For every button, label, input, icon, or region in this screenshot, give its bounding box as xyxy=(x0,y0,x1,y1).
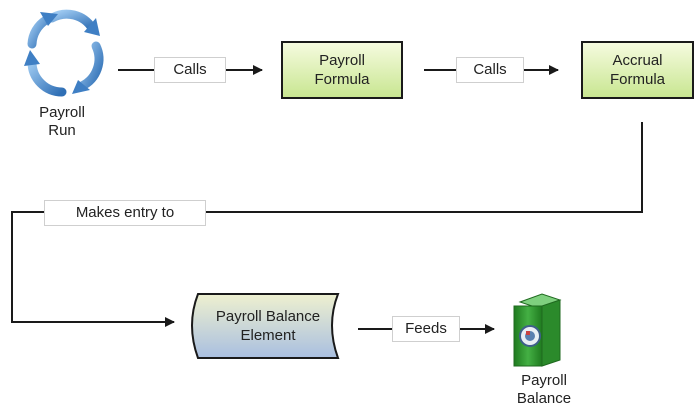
payroll-balance-element-shape xyxy=(191,293,340,359)
payroll-balance-element-label-line2: Element xyxy=(240,327,296,344)
payroll-balance-label-line2: Balance xyxy=(516,390,572,407)
payroll-formula-label-line2: Formula xyxy=(314,71,370,88)
accrual-formula-label-line2: Formula xyxy=(609,71,665,88)
refresh-cycle-icon xyxy=(24,9,104,97)
balance-book-icon xyxy=(513,293,562,367)
accrual-formula-label-line1: Accrual xyxy=(612,52,663,69)
payroll-formula-label: Payroll Formula xyxy=(282,42,402,98)
payroll-balance-label-line1: Payroll xyxy=(521,372,567,389)
payroll-run-label: Payroll Run xyxy=(32,104,92,140)
payroll-run-label-line2: Run xyxy=(48,122,76,139)
edge-label-calls-1: Calls xyxy=(154,57,226,83)
payroll-balance-label: Payroll Balance xyxy=(504,372,584,408)
payroll-balance-element-label-line1: Payroll Balance xyxy=(215,308,321,325)
edge-makes-entry-to xyxy=(11,122,643,327)
payroll-formula-box xyxy=(281,41,403,99)
accrual-formula-label: Accrual Formula xyxy=(582,42,693,98)
accrual-formula-box xyxy=(581,41,694,99)
payroll-formula-label-line1: Payroll xyxy=(319,52,365,69)
edge-label-makes-entry-to: Makes entry to xyxy=(44,200,206,226)
edge-label-calls-2: Calls xyxy=(456,57,524,83)
payroll-run-label-line1: Payroll xyxy=(39,104,85,121)
edge-label-feeds: Feeds xyxy=(392,316,460,342)
payroll-balance-element-label: Payroll Balance Element xyxy=(192,294,344,358)
